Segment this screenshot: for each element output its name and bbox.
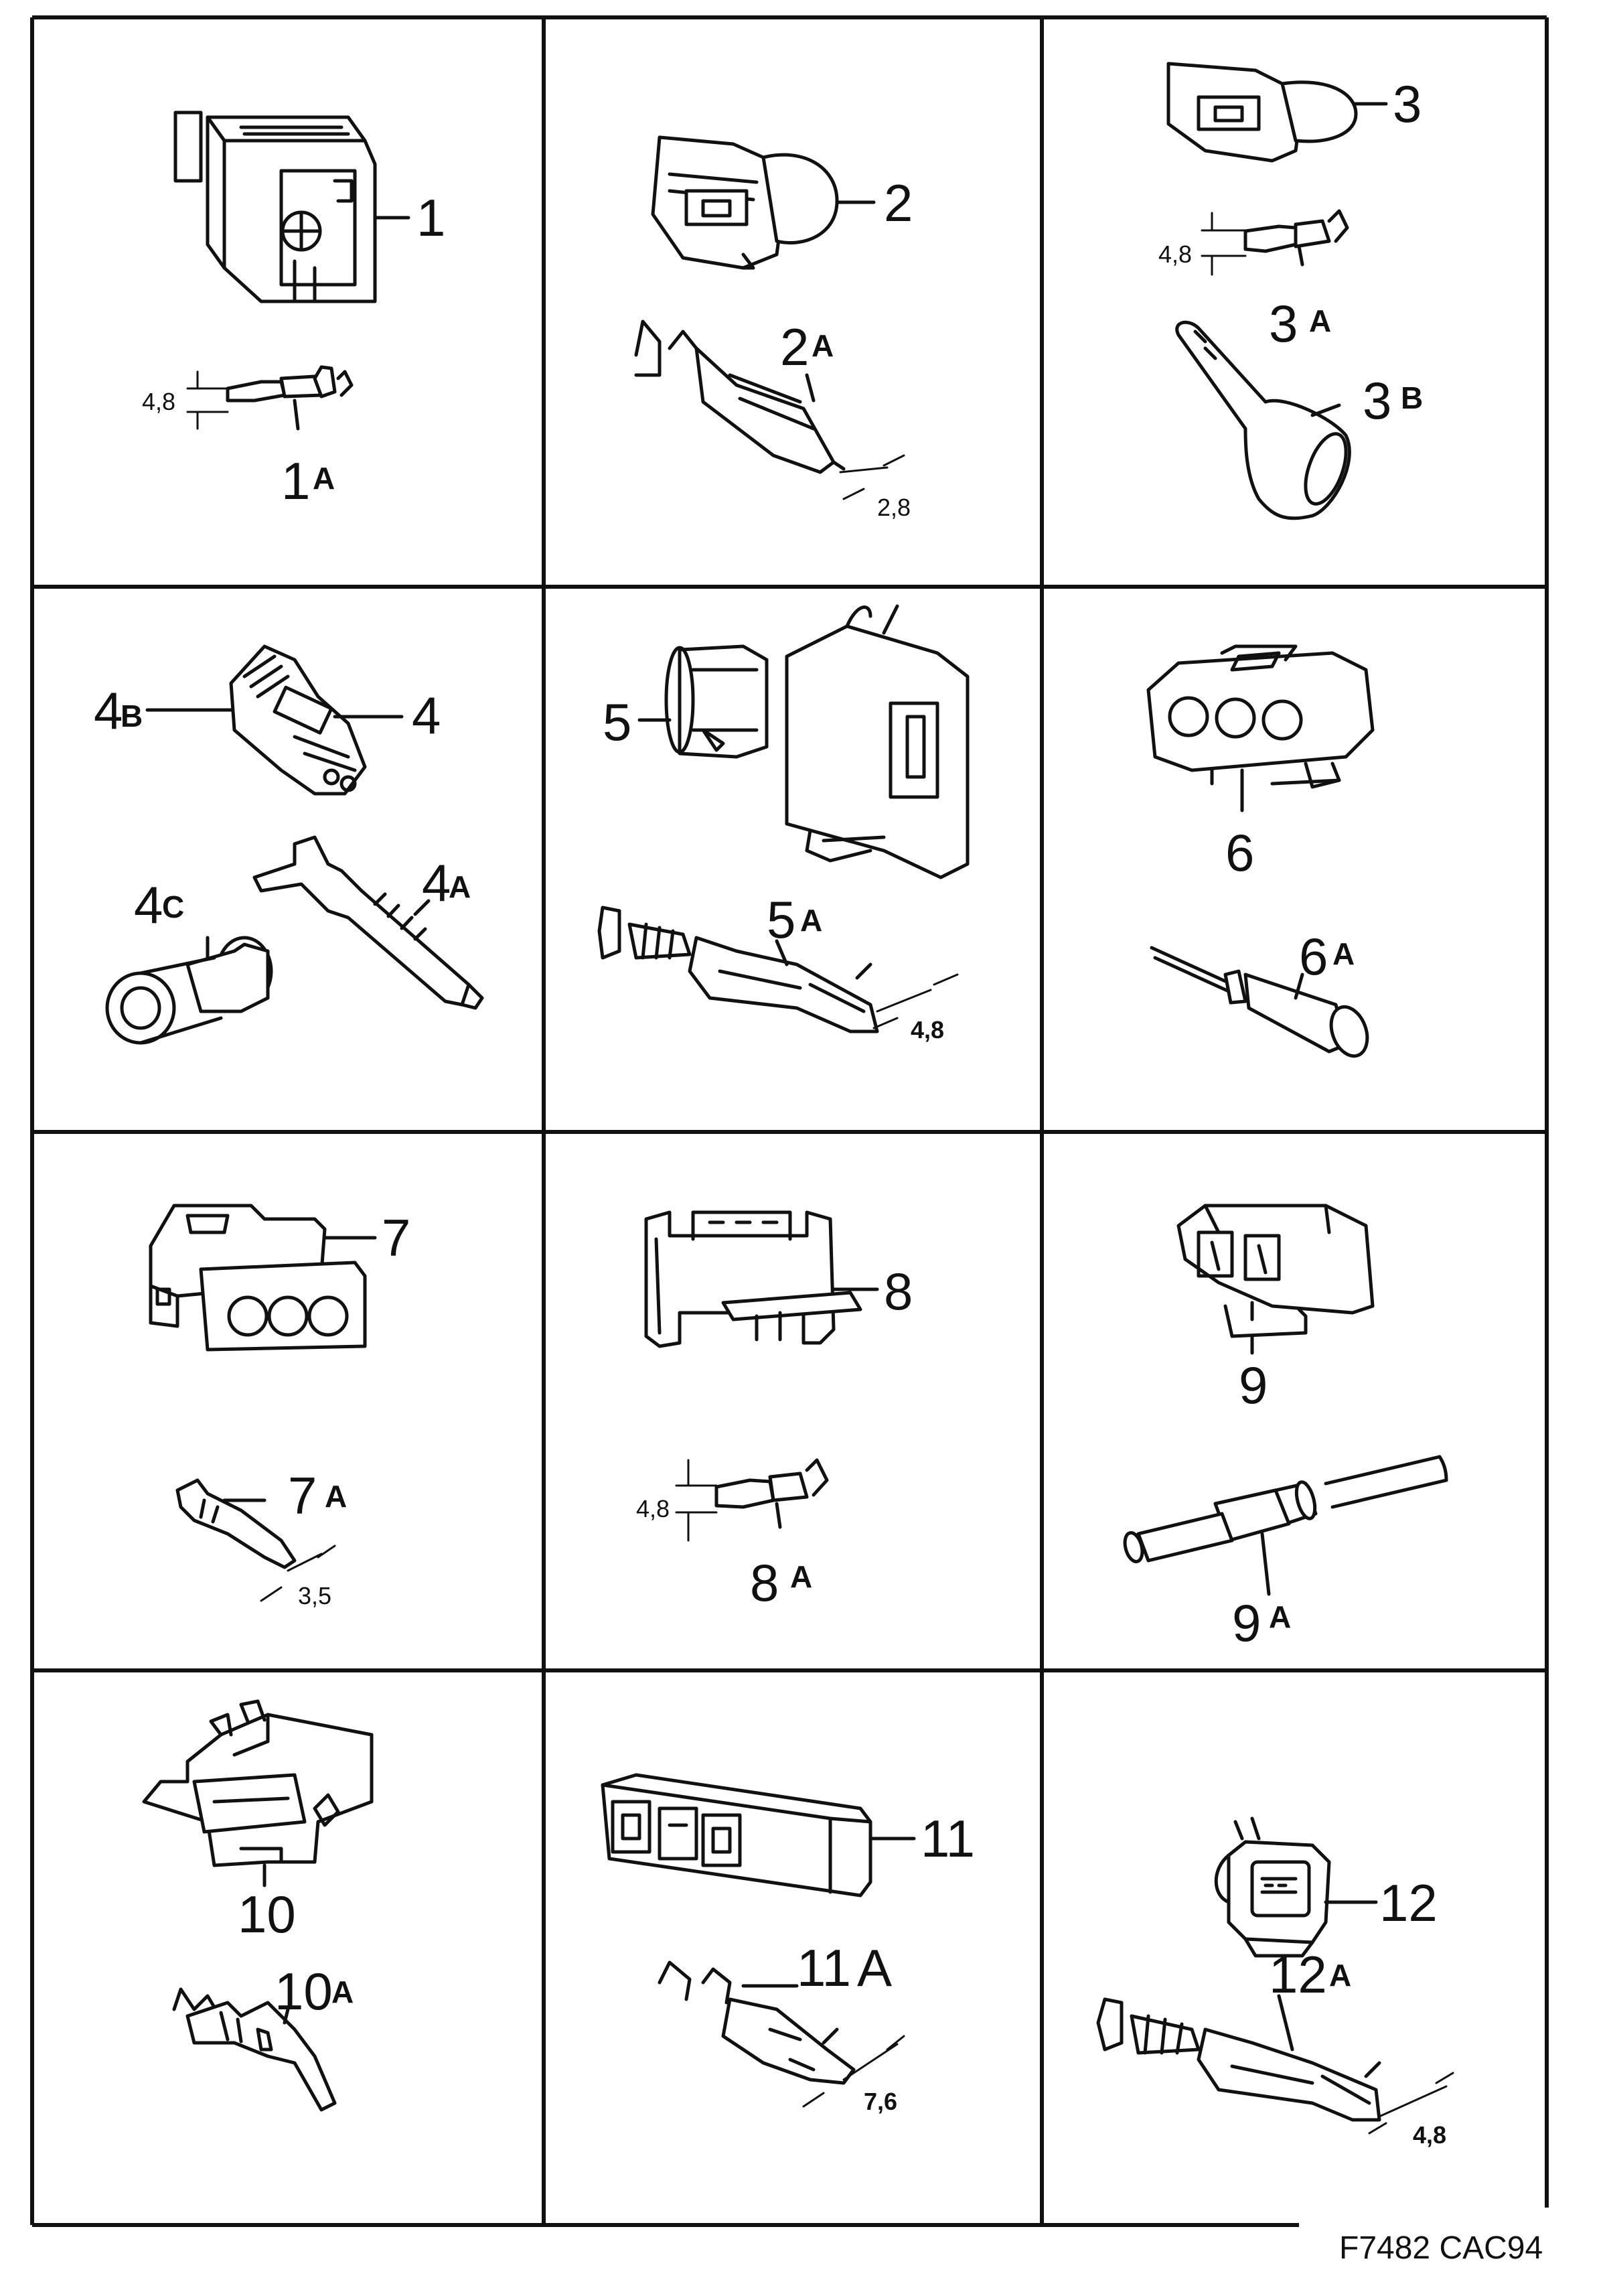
part-label-5a-suffix: A xyxy=(800,903,822,938)
part-label-3a-suffix: A xyxy=(1309,303,1331,338)
terminal-5a-drawing xyxy=(597,906,879,1033)
seal-4c-drawing xyxy=(105,936,273,1045)
panel-5: 5 5 A 4,8 xyxy=(597,604,970,1044)
connector-2-drawing xyxy=(651,135,839,270)
part-label-4a-number: 4 xyxy=(422,853,451,912)
connector-6-drawing xyxy=(1146,644,1375,789)
part-label-4b-number: 4 xyxy=(94,681,123,740)
part-label-3b-number: 3 xyxy=(1363,371,1391,430)
panel-6: 6 6 A xyxy=(1146,644,1375,1058)
part-label-2a-suffix: A xyxy=(812,328,834,363)
part-label-4a-suffix: A xyxy=(449,869,471,904)
part-label-6a-number: 6 xyxy=(1299,927,1328,986)
dimension-5a: 4,8 xyxy=(911,1016,944,1044)
part-label-5: 5 xyxy=(603,693,631,751)
panel-10: 10 10 A xyxy=(142,1699,374,2112)
part-label-9a-suffix: A xyxy=(1269,1599,1291,1634)
part-label-4b-suffix: B xyxy=(121,699,143,733)
part-label-4c-suffix: C xyxy=(162,889,184,924)
terminal-11a-drawing xyxy=(658,1960,856,2085)
panel-4: 4 B 4 4 A 4 C xyxy=(94,644,484,1045)
terminal-9a-drawing xyxy=(1123,1455,1448,1563)
panel-1: 1 4,8 1 A xyxy=(142,111,445,510)
part-label-5a-number: 5 xyxy=(767,890,795,949)
terminal-8a-drawing xyxy=(714,1458,829,1529)
part-label-2: 2 xyxy=(884,173,913,232)
connector-10-drawing xyxy=(142,1699,374,1867)
connector-11-drawing xyxy=(601,1773,872,1897)
part-label-8a-number: 8 xyxy=(750,1553,779,1612)
drawing-code: F7482 CAC94 xyxy=(1339,2230,1543,2266)
part-label-10: 10 xyxy=(238,1885,296,1944)
terminal-10a-drawing xyxy=(172,1987,337,2112)
part-label-3: 3 xyxy=(1393,74,1422,133)
part-label-6: 6 xyxy=(1225,823,1254,882)
panel-2: 2 2 A 2,8 xyxy=(634,135,913,521)
leader-line xyxy=(413,899,431,916)
part-label-6a-suffix: A xyxy=(1332,936,1355,971)
dimension-3a: 4,8 xyxy=(1158,240,1192,268)
panel-11: 11 11 A 7,6 xyxy=(601,1773,975,2115)
dimension-11a: 7,6 xyxy=(864,2088,897,2115)
part-label-7a-suffix: A xyxy=(325,1479,347,1514)
part-label-7a-number: 7 xyxy=(288,1466,317,1525)
part-label-12a-suffix: A xyxy=(1329,1958,1351,1993)
leader-line xyxy=(1310,403,1341,417)
terminal-2a-drawing xyxy=(634,319,846,474)
dimension-7a: 3,5 xyxy=(298,1582,331,1609)
connector-4-drawing xyxy=(229,644,367,796)
panel-grid xyxy=(30,15,1549,2227)
part-label-1a-number: 1 xyxy=(281,451,310,510)
leader-line xyxy=(1260,1532,1271,1596)
dimension-2a: 2,8 xyxy=(877,494,911,521)
part-label-4c-number: 4 xyxy=(134,875,163,934)
part-label-1: 1 xyxy=(416,188,445,247)
terminal-4a-drawing xyxy=(252,835,484,1010)
part-label-10a-number: 10 xyxy=(275,1962,333,2021)
connector-9-drawing xyxy=(1176,1204,1375,1338)
connector-1-drawing xyxy=(173,111,377,303)
panel-7: 7 7 A 3,5 xyxy=(149,1204,410,1609)
leader-line xyxy=(1294,973,1304,1000)
part-label-10a-suffix: A xyxy=(331,1975,354,2009)
part-label-11: 11 xyxy=(921,1809,975,1868)
part-label-3b-suffix: B xyxy=(1401,380,1423,415)
part-label-11a-number: 11 xyxy=(797,1938,851,1997)
panel-8: 8 4,8 8 A xyxy=(636,1210,913,1612)
part-label-8: 8 xyxy=(884,1262,913,1321)
part-label-12a-number: 12 xyxy=(1269,1945,1327,2004)
dimension-1a: 4,8 xyxy=(142,388,175,415)
terminal-7a-drawing xyxy=(175,1478,297,1569)
boot-3b-drawing xyxy=(1175,320,1351,520)
leader-line xyxy=(775,939,789,966)
connector-7-drawing xyxy=(149,1204,367,1352)
connector-5-drawing xyxy=(664,604,970,879)
leader-line xyxy=(1277,1994,1294,2052)
terminal-3a-drawing xyxy=(1243,209,1349,267)
part-label-1a-suffix: A xyxy=(313,461,335,496)
leader-line xyxy=(805,373,816,403)
panel-3: 3 4,8 3 A 3 B xyxy=(1158,62,1423,520)
connector-3-drawing xyxy=(1166,62,1358,163)
part-label-7: 7 xyxy=(382,1208,410,1267)
dimension-12a: 4,8 xyxy=(1413,2121,1446,2149)
connector-12-drawing xyxy=(1214,1816,1331,1958)
part-label-2a-number: 2 xyxy=(780,317,809,376)
part-label-4: 4 xyxy=(412,686,441,745)
part-label-9: 9 xyxy=(1239,1356,1268,1415)
dimension-8a: 4,8 xyxy=(636,1495,670,1522)
terminal-1a-drawing xyxy=(226,365,354,431)
terminal-6a-drawing xyxy=(1150,946,1369,1058)
terminal-12a-drawing xyxy=(1096,1997,1381,2122)
panel-9: 9 9 A xyxy=(1123,1204,1448,1652)
part-label-9a-number: 9 xyxy=(1232,1593,1261,1652)
part-label-11a-suffix: A xyxy=(857,1938,892,1997)
part-label-8a-suffix: A xyxy=(790,1559,812,1594)
part-label-12: 12 xyxy=(1379,1873,1438,1932)
part-label-3a-number: 3 xyxy=(1269,294,1298,353)
leader-line xyxy=(283,2007,290,2025)
connector-8-drawing xyxy=(644,1210,862,1348)
panel-12: 12 12 A 4,8 xyxy=(1096,1816,1454,2149)
